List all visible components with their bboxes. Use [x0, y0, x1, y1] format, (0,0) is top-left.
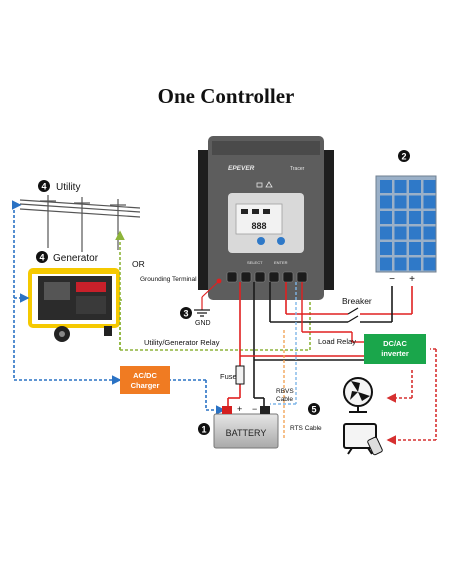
panel-minus-label: − [389, 274, 395, 285]
solar-cell [423, 211, 436, 224]
charger-ac-input-wire [12, 200, 226, 415]
solar-cell [409, 180, 421, 193]
acdc-charger: AC/DC Charger [120, 366, 170, 394]
solar-cell [380, 257, 392, 271]
rbvs-cable [270, 282, 297, 405]
battery: BATTERY [213, 406, 279, 449]
battery-number: 1 [201, 425, 206, 435]
solar-panel [375, 175, 437, 273]
controller-model: Tracer [290, 166, 305, 172]
rbvs-label-line2: Cable [276, 396, 293, 403]
battery-positive-wire [227, 282, 241, 406]
cable-marker: 5 [308, 403, 320, 415]
controller-brand: EPEVER [228, 165, 255, 172]
utility-number: 4 [41, 182, 46, 192]
utility-generator-relay-label: Utility/Generator Relay [144, 338, 220, 347]
enter-label: ENTER [274, 260, 288, 265]
generator-label: Generator [53, 253, 99, 264]
solar-cell [423, 195, 436, 209]
breaker-switch-icon [347, 307, 359, 323]
utility-marker: 4 [38, 180, 50, 192]
solar-cell [394, 257, 407, 271]
load-relay-wire [301, 282, 364, 343]
ground-wire [201, 280, 220, 310]
battery-negative-wire [253, 282, 265, 406]
generator-marker: 4 [36, 251, 48, 263]
breaker-label: Breaker [342, 296, 372, 306]
controller-warning-icons [256, 181, 273, 188]
solar-cell [380, 180, 392, 193]
solar-cell [380, 242, 392, 255]
fuse-icon [235, 365, 245, 385]
select-button [257, 237, 265, 245]
solar-cell [394, 180, 407, 193]
or-label: OR [132, 259, 145, 269]
solar-cell [394, 242, 407, 255]
solar-cell [423, 180, 436, 193]
enter-button [277, 237, 285, 245]
fan-icon [343, 377, 373, 413]
utility-label: Utility [56, 182, 80, 193]
battery-marker: 1 [198, 423, 210, 435]
gnd-label: GND [195, 320, 211, 327]
pv-negative-wire [269, 282, 393, 323]
lcd-readout: 888 [251, 221, 266, 231]
utility-generator-relay-wire [115, 230, 311, 351]
battery-label: BATTERY [226, 428, 267, 438]
panel-plus-label: + [409, 274, 415, 285]
solar-cell [423, 257, 436, 271]
solar-cell [409, 242, 421, 255]
utility-power-lines [19, 195, 141, 252]
solar-cell [394, 226, 407, 240]
charger-label-line1: AC/DC [133, 371, 157, 380]
page-title: One Controller [157, 84, 295, 108]
solar-cell [423, 242, 436, 255]
dcac-inverter: DC/AC inverter [364, 334, 426, 364]
ground-marker: 3 [180, 307, 192, 319]
solar-number: 2 [401, 152, 406, 162]
battery-plus-label: + [237, 404, 242, 414]
battery-minus-label: − [252, 404, 257, 414]
load-relay-label: Load Relay [318, 337, 356, 346]
fuse-label: Fuse [220, 372, 237, 381]
solar-cell [394, 211, 407, 224]
cable-number: 5 [311, 405, 316, 415]
rts-cable-label: RTS Cable [290, 425, 322, 432]
inverter-label-line1: DC/AC [383, 339, 407, 348]
solar-cell [380, 226, 392, 240]
solar-cell [409, 257, 421, 271]
solar-cell [409, 226, 421, 240]
solar-cell [380, 195, 392, 209]
solar-charge-controller: EPEVER Tracer 888 SELECT ENTER [198, 136, 334, 300]
solar-cell [380, 211, 392, 224]
ground-symbol-icon [194, 309, 210, 317]
rbvs-label-line1: RBVS [276, 388, 294, 395]
solar-cell [423, 226, 436, 240]
ac-load-wire [386, 348, 437, 445]
generator-image [28, 268, 120, 342]
ground-number: 3 [183, 309, 188, 319]
inverter-dc-wire [240, 355, 364, 361]
solar-cell [409, 195, 421, 209]
generator-number: 4 [39, 253, 44, 263]
solar-cell [394, 195, 407, 209]
inverter-label-line2: inverter [381, 349, 409, 358]
controller-terminals [226, 271, 308, 283]
solar-marker: 2 [398, 150, 410, 162]
grounding-terminal-label: Grounding Terminal [140, 276, 197, 283]
charger-label-line2: Charger [131, 381, 160, 390]
select-label: SELECT [247, 260, 263, 265]
solar-cell [409, 211, 421, 224]
tv-icon [343, 423, 383, 456]
